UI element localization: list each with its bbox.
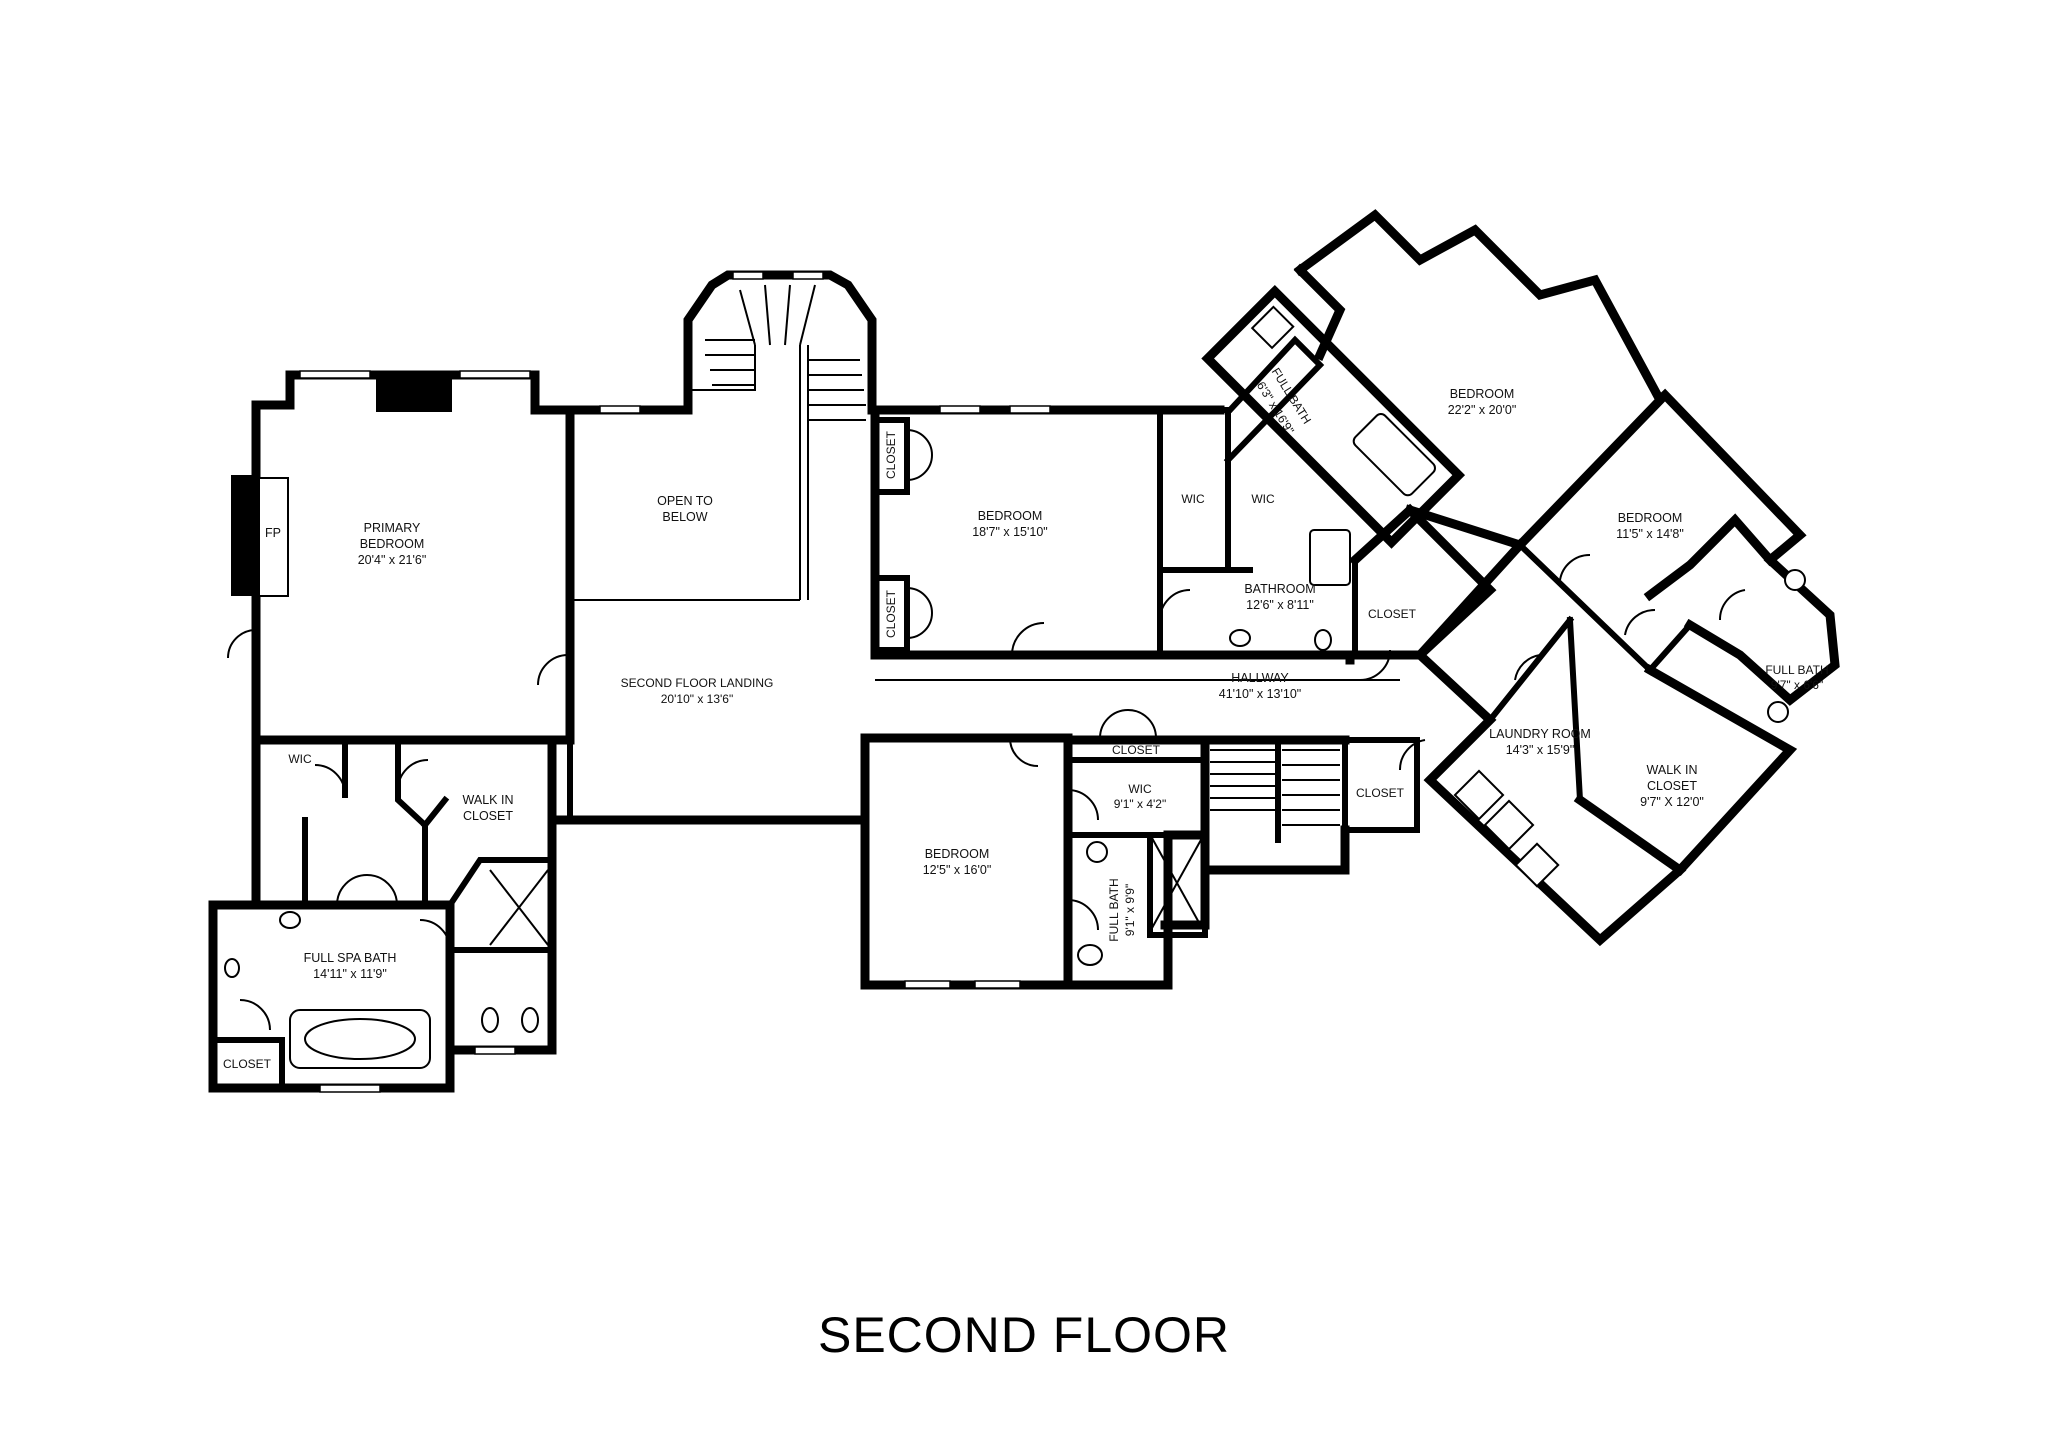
full-bath-b-name: FULL BATH [1765, 663, 1828, 677]
wic-primary-label: WIC [288, 752, 312, 766]
laundry-appliances [1453, 769, 1560, 888]
chimney [376, 374, 452, 412]
wic-c-name: WIC [1128, 782, 1152, 796]
spa-bath-dims: 14'11" x 11'9" [313, 967, 387, 981]
walk-in-closet-b-2: CLOSET [1647, 779, 1697, 793]
doors [227, 429, 1746, 1031]
primary-bedroom-name-1: PRIMARY [364, 521, 421, 535]
hallway-dims: 41'10" x 13'10" [1219, 687, 1301, 701]
full-bath-b-dims: 9'7" x 6'6" [1771, 678, 1823, 692]
closet-d-label: CLOSET [1356, 786, 1405, 800]
bedroom-c-dims: 11'5" x 14'8" [1616, 527, 1684, 541]
hallway-name: HALLWAY [1231, 671, 1289, 685]
closet-a2-label: CLOSET [884, 589, 898, 638]
primary-bedroom-name-2: BEDROOM [360, 537, 425, 551]
closet-e-label: CLOSET [223, 1057, 272, 1071]
walk-in-closet-a-1: WALK IN [463, 793, 514, 807]
bathroom-name: BATHROOM [1244, 582, 1315, 596]
bedroom-d-name: BEDROOM [925, 847, 990, 861]
walk-in-closet-b-1: WALK IN [1647, 763, 1698, 777]
wic-b-label: WIC [1251, 492, 1275, 506]
closet-c-label: CLOSET [1112, 743, 1161, 757]
bedroom-d-dims: 12'5" x 16'0" [923, 863, 992, 877]
fixtures [224, 529, 1806, 1069]
spa-bath-name: FULL SPA BATH [304, 951, 397, 965]
full-bath-c-dims: 9'1" x 9'9" [1123, 884, 1137, 936]
full-bath-a [1201, 284, 1466, 549]
wic-a-label: WIC [1181, 492, 1205, 506]
floor-title: SECOND FLOOR [818, 1307, 1230, 1363]
full-bath-c-name: FULL BATH [1107, 878, 1121, 941]
laundry-name: LAUNDRY ROOM [1489, 727, 1591, 741]
south-bedroom-walls [860, 733, 1073, 990]
wic-c-dims: 9'1" x 4'2" [1114, 797, 1166, 811]
walk-in-closet-b-dims: 9'7" X 12'0" [1640, 795, 1704, 809]
landing-name: SECOND FLOOR LANDING [621, 676, 774, 690]
open-to-below-1: OPEN TO [657, 494, 713, 508]
laundry-dims: 14'3" x 15'9" [1506, 743, 1575, 757]
fireplace-label: FP [265, 526, 281, 540]
hall-east-walls [875, 503, 1497, 990]
fireplace [231, 475, 289, 597]
primary-bedroom-dims: 20'4" x 21'6" [358, 553, 427, 567]
primary-suite-walls [208, 370, 575, 1093]
center-staircase [1210, 749, 1340, 826]
bedroom-b-dims: 22'2" x 20'0" [1448, 403, 1517, 417]
east-wing-walls [1293, 209, 1840, 947]
room-labels: PRIMARY BEDROOM 20'4" x 21'6" FP OPEN TO… [223, 365, 1829, 1071]
bedroom-a-dims: 18'7" x 15'10" [972, 525, 1048, 539]
walk-in-closet-a-2: CLOSET [463, 809, 513, 823]
windows [299, 271, 1051, 1093]
closet-a1-label: CLOSET [884, 430, 898, 479]
bedroom-b-name: BEDROOM [1450, 387, 1515, 401]
bedroom-a-name: BEDROOM [978, 509, 1043, 523]
landing-dims: 20'10" x 13'6" [661, 692, 734, 706]
closet-b-label: CLOSET [1368, 607, 1417, 621]
top-staircase [705, 284, 866, 421]
open-to-below-2: BELOW [662, 510, 707, 524]
bedroom-c-name: BEDROOM [1618, 511, 1683, 525]
bathroom-dims: 12'6" x 8'11" [1246, 598, 1314, 612]
